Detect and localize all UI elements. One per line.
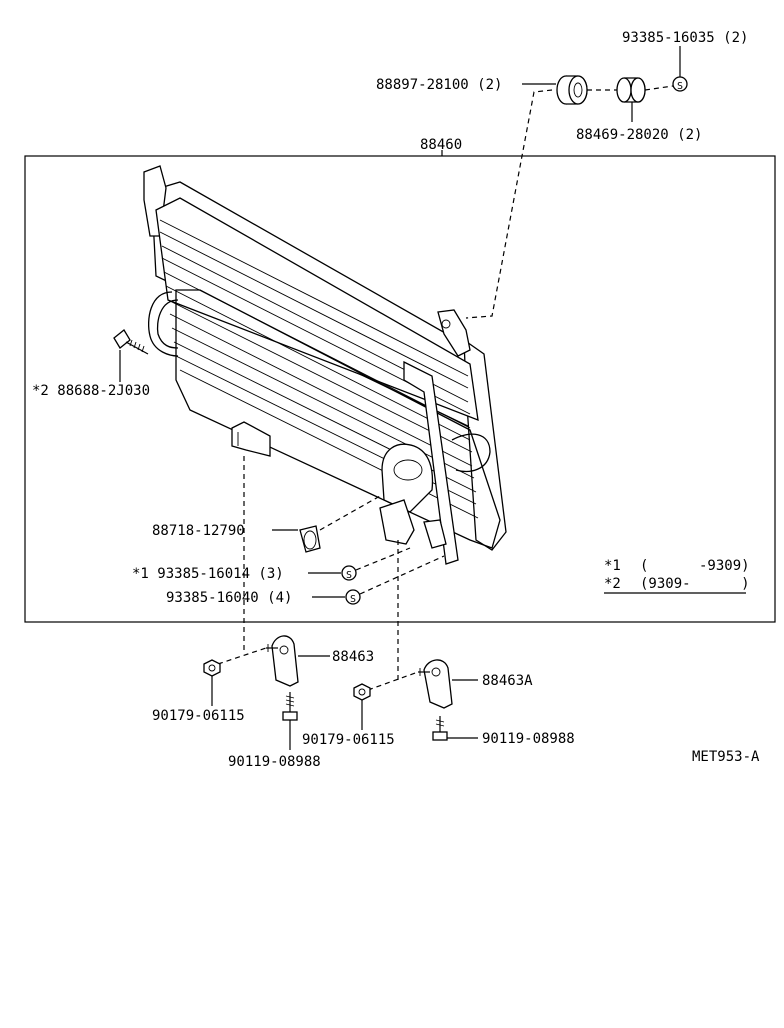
label-93385-16040: 93385-16040 (4) <box>166 590 292 606</box>
clip-88718 <box>299 525 321 553</box>
label-93385-16014: *1 93385-16014 (3) <box>132 566 284 582</box>
note1-range: ( -9309) <box>640 558 750 574</box>
label-90179-06115-right: 90179-06115 <box>302 732 395 748</box>
bolt-88688 <box>113 329 149 355</box>
label-90179-06115-left: 90179-06115 <box>152 708 245 724</box>
collar-part <box>616 77 646 103</box>
label-90119-08988-left: 90119-08988 <box>228 754 321 770</box>
label-88460: 88460 <box>420 137 462 153</box>
nut-90179-left <box>203 659 221 677</box>
nut-90179-right <box>353 683 371 701</box>
diagram-code: MET953-A <box>692 749 760 765</box>
svg-text:S: S <box>346 570 352 581</box>
bolt-90119-left <box>282 692 298 721</box>
nut-part-top: S <box>672 76 688 92</box>
bracket-88463 <box>266 635 299 687</box>
condenser-core <box>143 165 507 565</box>
svg-text:S: S <box>677 81 683 92</box>
note2-marker: *2 <box>604 576 621 592</box>
label-93385-16035: 93385-16035 (2) <box>622 30 748 46</box>
label-90119-08988-right: 90119-08988 <box>482 731 575 747</box>
svg-text:S: S <box>350 594 356 605</box>
label-88469-28020: 88469-28020 (2) <box>576 127 702 143</box>
bracket-88463A <box>418 659 453 709</box>
bolt-90119-right <box>432 716 448 741</box>
note1-marker: *1 <box>604 558 621 574</box>
nut-93385-16040: S <box>345 589 361 605</box>
note2-range: (9309- ) <box>640 576 750 592</box>
label-88688-2J030: *2 88688-2J030 <box>32 383 150 399</box>
label-88718-12790: 88718-12790 <box>152 523 245 539</box>
cushion-part <box>556 75 588 105</box>
label-88463: 88463 <box>332 649 374 665</box>
label-88463A: 88463A <box>482 673 533 689</box>
label-88897-28100: 88897-28100 (2) <box>376 77 502 93</box>
nut-93385-16014: S <box>341 565 357 581</box>
assembly-frame <box>24 155 776 623</box>
